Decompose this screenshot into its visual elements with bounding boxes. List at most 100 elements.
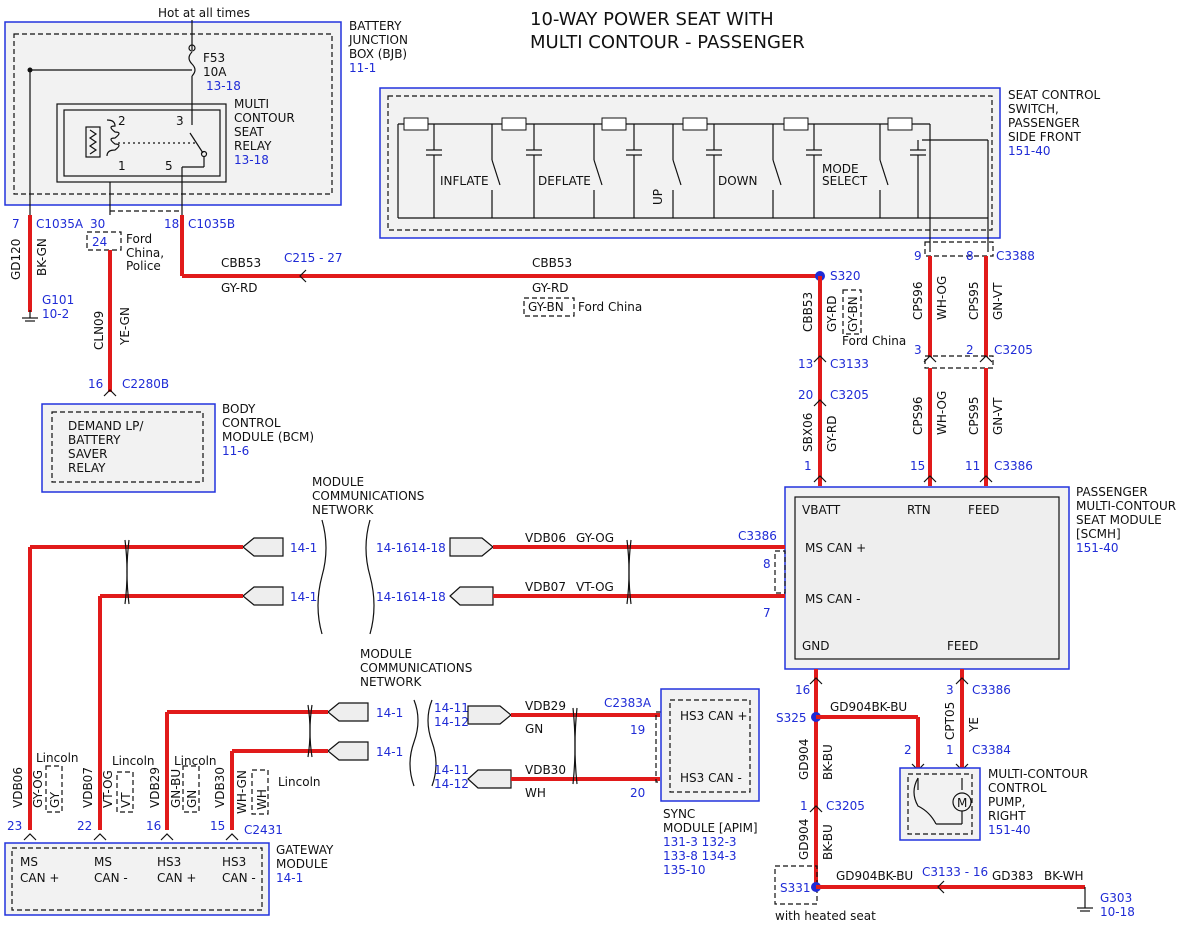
- svg-text:16: 16: [146, 819, 161, 833]
- svg-text:Ford China: Ford China: [842, 334, 906, 348]
- svg-text:GY-RD: GY-RD: [532, 281, 569, 295]
- svg-text:SYNC: SYNC: [663, 807, 695, 821]
- svg-text:GY-RD: GY-RD: [221, 281, 258, 295]
- svg-text:MODULE: MODULE: [276, 857, 328, 871]
- svg-text:1: 1: [800, 799, 808, 813]
- svg-text:Lincoln: Lincoln: [112, 754, 155, 768]
- gateway-module-outline: [4, 842, 270, 916]
- svg-text:Police: Police: [126, 259, 161, 273]
- c3384-label: C3384: [972, 743, 1011, 757]
- svg-text:MODULE: MODULE: [312, 475, 364, 489]
- svg-text:M: M: [957, 796, 967, 810]
- svg-text:S325: S325: [776, 711, 807, 725]
- switch-contacts: [491, 124, 889, 218]
- pin24-box: [86, 231, 122, 251]
- svg-text:2: 2: [966, 343, 974, 357]
- svg-text:NETWORK: NETWORK: [360, 675, 423, 689]
- connector-ms-can-plus-left: [242, 537, 284, 557]
- svg-text:14-1614-18: 14-1614-18: [376, 590, 446, 604]
- connector-hs3-can-minus-left: [327, 741, 369, 761]
- svg-text:BODY: BODY: [222, 402, 256, 416]
- svg-text:3: 3: [946, 683, 954, 697]
- relay-coil-icon: [85, 126, 101, 158]
- svg-text:SBX06: SBX06: [801, 413, 815, 452]
- svg-text:CAN +: CAN +: [157, 871, 196, 885]
- seat-switch-outline: [379, 87, 1001, 239]
- svg-text:NETWORK: NETWORK: [312, 503, 375, 517]
- svg-text:23: 23: [7, 819, 22, 833]
- c2431-label: C2431: [244, 823, 283, 837]
- svg-text:MS CAN +: MS CAN +: [805, 541, 866, 555]
- svg-text:SWITCH,: SWITCH,: [1008, 102, 1059, 116]
- relay-name-4: RELAY: [234, 139, 272, 153]
- svg-text:3: 3: [914, 343, 922, 357]
- g101-page: 10-2: [42, 307, 69, 321]
- svg-text:RTN: RTN: [907, 503, 931, 517]
- relay-pin-5: 5: [165, 159, 173, 173]
- svg-text:S331: S331: [780, 881, 811, 895]
- connector-hs3-can-plus-right: [467, 705, 512, 725]
- fuse-f53-label: F53: [203, 51, 225, 65]
- gd120-color: BK-GN: [35, 238, 49, 276]
- svg-text:S320: S320: [830, 269, 861, 283]
- diagram-title-line2: MULTI CONTOUR - PASSENGER: [530, 32, 805, 53]
- svg-text:GN-BU: GN-BU: [169, 769, 183, 808]
- svg-text:[SCMH]: [SCMH]: [1076, 527, 1121, 541]
- svg-text:GN: GN: [525, 722, 543, 736]
- connector-hs3-can-plus-left: [327, 702, 369, 722]
- svg-text:19: 19: [630, 723, 645, 737]
- svg-text:GD383: GD383: [992, 869, 1033, 883]
- svg-text:DOWN: DOWN: [718, 174, 758, 188]
- svg-text:CAN -: CAN -: [222, 871, 256, 885]
- svg-text:CLN09: CLN09: [92, 311, 106, 350]
- switch-resistors: [403, 117, 913, 131]
- svg-text:14-1: 14-1: [376, 706, 403, 720]
- svg-text:FEED: FEED: [968, 503, 999, 517]
- bcm-outline: [41, 403, 216, 493]
- relay-inner: [63, 109, 221, 177]
- svg-text:GN-VT: GN-VT: [991, 282, 1005, 320]
- c215-label: C215 - 27: [284, 251, 343, 265]
- svg-text:20: 20: [630, 786, 645, 800]
- svg-text:VT-OG: VT-OG: [576, 580, 614, 594]
- svg-text:FEED: FEED: [947, 639, 978, 653]
- svg-text:G303: G303: [1100, 891, 1132, 905]
- svg-text:VT-OG: VT-OG: [101, 770, 115, 808]
- svg-text:131-3 132-3: 131-3 132-3: [663, 835, 737, 849]
- svg-text:GN-VT: GN-VT: [991, 397, 1005, 435]
- svg-text:VDB29: VDB29: [525, 699, 566, 713]
- svg-text:8: 8: [966, 249, 974, 263]
- svg-text:MS: MS: [94, 855, 112, 869]
- svg-text:GND: GND: [802, 639, 830, 653]
- svg-text:VT: VT: [119, 792, 133, 808]
- svg-text:VDB07: VDB07: [81, 767, 95, 808]
- svg-text:10-18: 10-18: [1100, 905, 1135, 919]
- bjb-outline: [4, 21, 342, 206]
- svg-text:WH: WH: [255, 789, 269, 810]
- c3133-bot-label: C3133 - 16: [922, 865, 988, 879]
- svg-text:14-1: 14-1: [376, 745, 403, 759]
- pump-outline: [899, 767, 981, 841]
- svg-text:CBB53: CBB53: [532, 256, 572, 270]
- svg-text:24: 24: [92, 235, 107, 249]
- svg-text:HS3 CAN -: HS3 CAN -: [680, 771, 742, 785]
- svg-text:CAN -: CAN -: [94, 871, 128, 885]
- svg-text:Lincoln: Lincoln: [174, 754, 217, 768]
- svg-text:GD904: GD904: [797, 739, 811, 780]
- relay-page: 13-18: [234, 153, 269, 167]
- svg-text:HS3 CAN +: HS3 CAN +: [680, 709, 748, 723]
- svg-text:CPS95: CPS95: [967, 396, 981, 435]
- svg-text:20: 20: [798, 388, 813, 402]
- svg-text:CBB53: CBB53: [221, 256, 261, 270]
- svg-text:22: 22: [77, 819, 92, 833]
- svg-text:HS3: HS3: [222, 855, 246, 869]
- svg-text:16: 16: [795, 683, 810, 697]
- svg-text:BK-WH: BK-WH: [1044, 869, 1084, 883]
- svg-text:CBB53: CBB53: [801, 292, 815, 332]
- bjb-name-2: JUNCTION: [348, 33, 408, 47]
- gd120-circuit: GD120: [9, 239, 23, 280]
- svg-text:COMMUNICATIONS: COMMUNICATIONS: [360, 661, 472, 675]
- svg-text:HS3: HS3: [157, 855, 181, 869]
- svg-text:BK-BU: BK-BU: [821, 744, 835, 780]
